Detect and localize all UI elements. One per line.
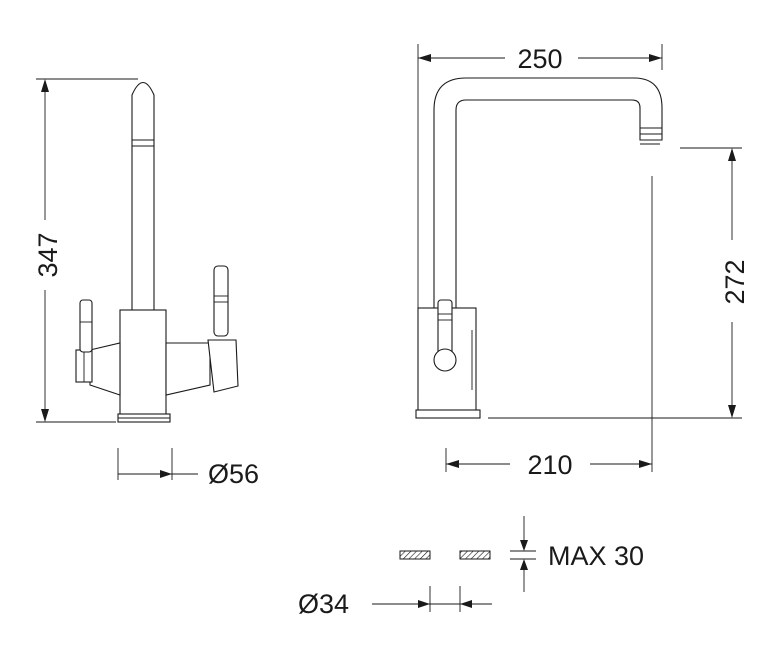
side-view-faucet — [415, 77, 663, 419]
dimension-hole-diameter: Ø34 — [298, 586, 492, 619]
dimension-spout-reach-inner: 210 — [445, 176, 653, 480]
dimension-max-thickness: MAX 30 — [510, 516, 644, 592]
dimension-height-total: 347 — [33, 78, 138, 423]
label-height-total: 347 — [33, 232, 63, 277]
label-base-diameter: Ø56 — [208, 459, 259, 489]
dimension-spout-reach-outer: 250 — [417, 44, 663, 390]
dimension-base-diameter: Ø56 — [117, 448, 259, 489]
label-spout-reach-inner: 210 — [527, 450, 572, 480]
label-spout-height: 272 — [720, 259, 750, 304]
label-hole-diameter: Ø34 — [298, 589, 349, 619]
countertop-hole-section — [399, 550, 491, 560]
label-max-thickness: MAX 30 — [548, 541, 644, 571]
dimension-spout-height: 272 — [488, 147, 750, 419]
front-view-faucet — [75, 81, 239, 423]
label-spout-reach-outer: 250 — [517, 44, 562, 74]
